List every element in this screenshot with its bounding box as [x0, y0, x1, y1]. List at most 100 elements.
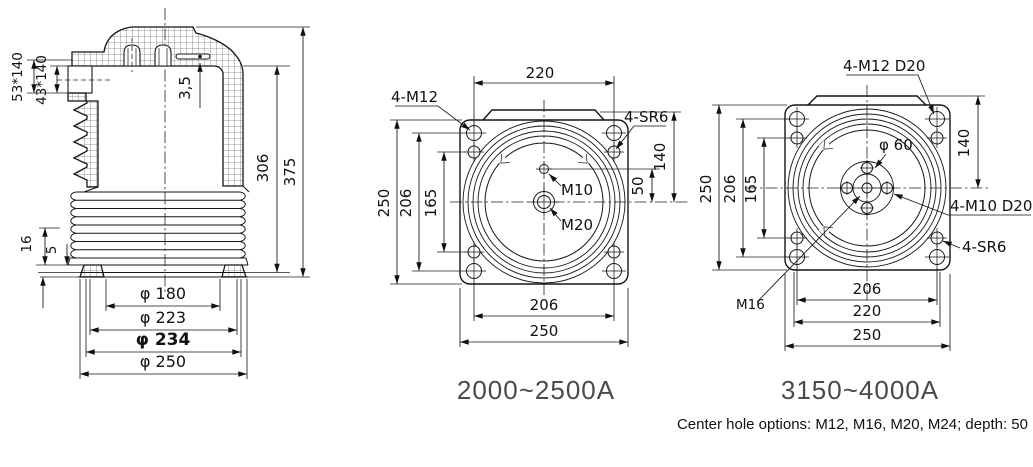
terminal-post	[154, 44, 172, 67]
dim-label-43x140: 43*140	[34, 55, 50, 105]
dim-label-3-5: 3,5	[176, 76, 194, 100]
dim-label-bottom-250: 250	[853, 326, 882, 344]
dim-306: 306	[246, 66, 290, 273]
dim-left-250: 250	[697, 104, 787, 271]
bracket-step	[67, 92, 87, 102]
dim-dia-250: φ 250	[79, 279, 248, 379]
dim-left-165: 165	[422, 151, 466, 253]
dim-dia-234: φ 234	[85, 279, 242, 357]
dim-label-left-250: 250	[697, 175, 715, 204]
dim-label-306: 306	[254, 154, 272, 183]
label-M10: M10	[548, 173, 593, 199]
dim-label-bottom-206: 206	[853, 280, 882, 298]
dim-label-left-165: 165	[742, 175, 760, 204]
m10-label: M10	[561, 181, 593, 199]
side-view: 375 306 3,5 53*140 43*140 16	[10, 8, 310, 379]
dim-label-50: 50	[629, 176, 647, 195]
support-label: 4-SR6	[624, 108, 668, 126]
dim-16: 16	[19, 227, 84, 278]
center-hole-m20	[529, 187, 559, 217]
dim-dia-180: φ 180	[105, 279, 221, 311]
dim-label-140: 140	[651, 143, 669, 172]
flare-lines	[83, 185, 250, 193]
bolt-circle-dia-label: φ 60	[879, 136, 913, 154]
flange-feet	[78, 264, 248, 278]
cap-seam	[175, 53, 211, 60]
dim-bottom-206: 206	[473, 282, 615, 321]
bellows	[67, 191, 249, 266]
corner-hole-label: 4-M12	[391, 88, 438, 106]
dim-53x140: 53*140	[10, 52, 72, 102]
support-hole	[604, 242, 624, 262]
dim-label-left-250: 250	[375, 189, 393, 218]
corner-hole	[462, 259, 486, 283]
label-4-SR6: 4-SR6	[615, 108, 668, 150]
dim-label-5: 5	[44, 246, 60, 255]
dim-375: 375	[248, 27, 310, 278]
dim-label-220: 220	[526, 64, 555, 82]
label-4-SR6: 4-SR6	[942, 238, 1006, 256]
plate-top-tab	[482, 109, 605, 121]
support-hole	[604, 142, 624, 162]
dim-right-140: 140	[920, 95, 985, 188]
dim-left-206: 206	[721, 118, 789, 258]
dim-bottom-250: 250	[459, 288, 629, 347]
label-M16: M16	[736, 195, 861, 313]
dim-label-dia-234: φ 234	[136, 330, 191, 350]
hole-m10	[536, 161, 552, 177]
support-label: 4-SR6	[962, 238, 1006, 256]
dim-label-bottom-206: 206	[530, 296, 559, 314]
dim-left-250: 250	[375, 119, 462, 285]
dim-label-bottom-250: 250	[530, 322, 559, 340]
dim-label-140: 140	[955, 129, 973, 158]
dim-label-375: 375	[281, 158, 299, 187]
dim-label-dia-223: φ 223	[140, 308, 186, 327]
shed-fins	[72, 100, 99, 188]
dim-right-140: 140	[600, 111, 681, 202]
dim-right-50: 50	[629, 169, 655, 202]
support-hole	[927, 128, 947, 148]
dim-label-dia-250: φ 250	[140, 352, 186, 371]
dim-label-53x140: 53*140	[10, 52, 26, 102]
center-hole-options-note: Center hole options: M12, M16, M20, M24;…	[677, 416, 1028, 433]
corner-hole	[785, 245, 809, 269]
dim-label-left-206: 206	[397, 189, 415, 218]
center-hole-label: M16	[736, 297, 765, 313]
dim-label-16: 16	[19, 235, 35, 252]
dim-left-206: 206	[397, 132, 462, 272]
corner-hole	[602, 259, 626, 283]
dim-bottom-206: 206	[796, 268, 938, 305]
label-4-M12-D20: 4-M12 D20	[843, 57, 935, 115]
plate-title-3150-4000: 3150~4000A	[781, 375, 939, 405]
dim-43x140: 43*140	[34, 55, 68, 105]
dim-left-165: 165	[742, 137, 792, 239]
dim-bottom-220: 220	[793, 272, 941, 327]
dim-top-220: 220	[473, 64, 615, 128]
label-4-M12: 4-M12	[391, 88, 471, 131]
dim-3-5: 3,5	[176, 63, 203, 108]
corner-hole	[925, 107, 949, 131]
bolt-label: 4-M10 D20	[950, 197, 1032, 215]
m20-label: M20	[561, 216, 593, 234]
plate-title-2000-2500: 2000~2500A	[457, 375, 615, 405]
dim-bottom-250: 250	[784, 274, 951, 351]
label-dia-60: φ 60	[874, 136, 913, 169]
dim-label-left-206: 206	[721, 175, 739, 204]
dim-label-bottom-220: 220	[853, 302, 882, 320]
plate-view-3150-4000: 4-M12 D20 φ 60 4-M10 D20 4-SR6 M16 140	[697, 57, 1032, 405]
plate-view-2000-2500: 4-M12 4-SR6 M10 M20 220 250 2	[375, 64, 688, 405]
dim-dia-223: φ 223	[89, 279, 238, 335]
label-M20: M20	[549, 207, 593, 234]
corner-hole-label: 4-M12 D20	[843, 57, 925, 75]
bolt-circle	[839, 160, 895, 216]
side-bracket	[67, 65, 93, 94]
mounting-plate	[784, 104, 951, 271]
dim-label-dia-180: φ 180	[140, 284, 186, 303]
label-4-M10-D20: 4-M10 D20	[893, 193, 1032, 216]
support-hole	[464, 242, 484, 262]
dim-5: 5	[40, 244, 70, 308]
corner-hole	[925, 245, 949, 269]
support-hole	[464, 142, 484, 162]
